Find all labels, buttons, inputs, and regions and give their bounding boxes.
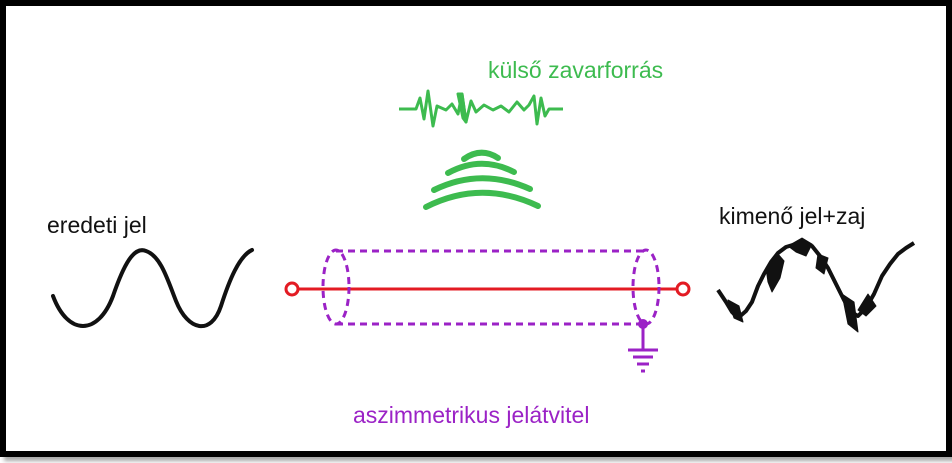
ground-symbol [628,319,658,373]
output-terminal [675,281,691,297]
signal-conductor [284,281,691,297]
interference-waves [423,149,541,210]
input-terminal [284,281,300,297]
noise-waveform [399,89,563,128]
transmission-label: aszimmetrikus jelátvitel [353,402,589,428]
input-sine-wave [51,248,254,328]
cable-shield [321,248,661,326]
output-noisy-wave [716,237,916,333]
noise-source-label: külső zavarforrás [488,57,663,83]
diagram-canvas: külső zavarforrás eredeti jel kimenő jel… [47,57,916,428]
output-signal-label: kimenő jel+zaj [719,203,865,229]
input-signal-label: eredeti jel [47,212,147,238]
